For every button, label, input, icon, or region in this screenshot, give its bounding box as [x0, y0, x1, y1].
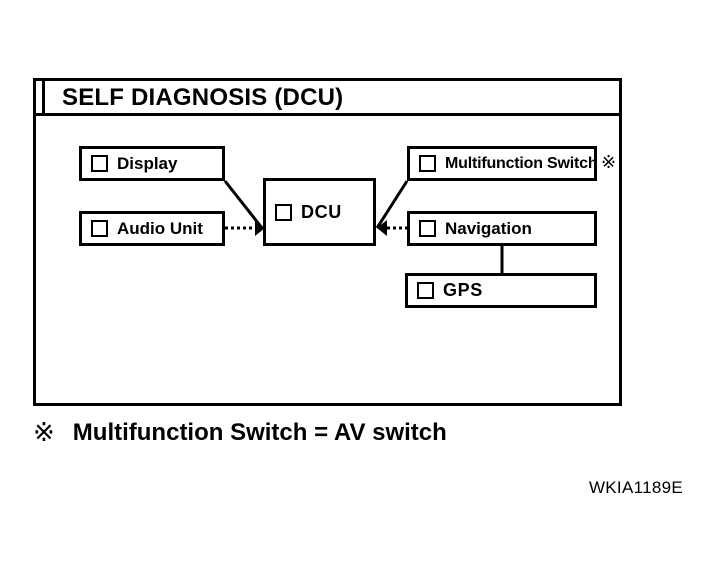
- empty-checkbox-icon[interactable]: [275, 203, 292, 221]
- empty-checkbox-icon[interactable]: [91, 220, 108, 237]
- node-audio-unit-label: Audio Unit: [117, 219, 203, 238]
- node-display-label: Display: [117, 154, 178, 173]
- node-audio-unit[interactable]: Audio Unit: [79, 211, 225, 246]
- page-title: SELF DIAGNOSIS (DCU): [62, 84, 344, 111]
- figure-code: WKIA1189E: [588, 478, 683, 497]
- empty-checkbox-icon[interactable]: [419, 155, 436, 172]
- node-multifunction-switch[interactable]: Multifunction Switch: [407, 146, 598, 181]
- node-display[interactable]: Display: [79, 146, 225, 181]
- reference-mark-icon: ※: [601, 152, 617, 173]
- arrowhead-into-dcu-left: [255, 220, 265, 236]
- node-navigation-label: Navigation: [445, 219, 532, 238]
- block-diagram-canvas: Display Audio Unit DCU Multifunction Swi…: [36, 116, 619, 403]
- node-multifunction-switch-label: Multifunction Switch: [445, 155, 598, 172]
- connector-display-to-dcu: [223, 180, 264, 229]
- footnote-text: Multifunction Switch = AV switch: [72, 419, 447, 446]
- node-dcu[interactable]: DCU: [263, 178, 376, 246]
- node-dcu-label: DCU: [301, 201, 342, 222]
- empty-checkbox-icon[interactable]: [419, 220, 436, 237]
- connector-layer: [223, 180, 504, 274]
- self-diagnosis-screen-frame: SELF DIAGNOSIS (DCU) Display Audio U: [33, 78, 622, 406]
- arrowhead-into-dcu-right: [377, 220, 387, 236]
- node-gps[interactable]: GPS: [405, 273, 597, 308]
- connector-dcu-to-multifunction-switch: [375, 180, 409, 229]
- empty-checkbox-icon[interactable]: [91, 155, 108, 172]
- footnote: ※ Multifunction Switch = AV switch: [33, 418, 447, 448]
- screen-title-bar: SELF DIAGNOSIS (DCU): [36, 81, 619, 116]
- node-gps-label: GPS: [443, 280, 483, 300]
- title-bar-rule: [42, 81, 45, 113]
- reference-mark-icon: ※: [33, 418, 55, 448]
- node-navigation[interactable]: Navigation: [407, 211, 597, 246]
- empty-checkbox-icon[interactable]: [417, 282, 434, 299]
